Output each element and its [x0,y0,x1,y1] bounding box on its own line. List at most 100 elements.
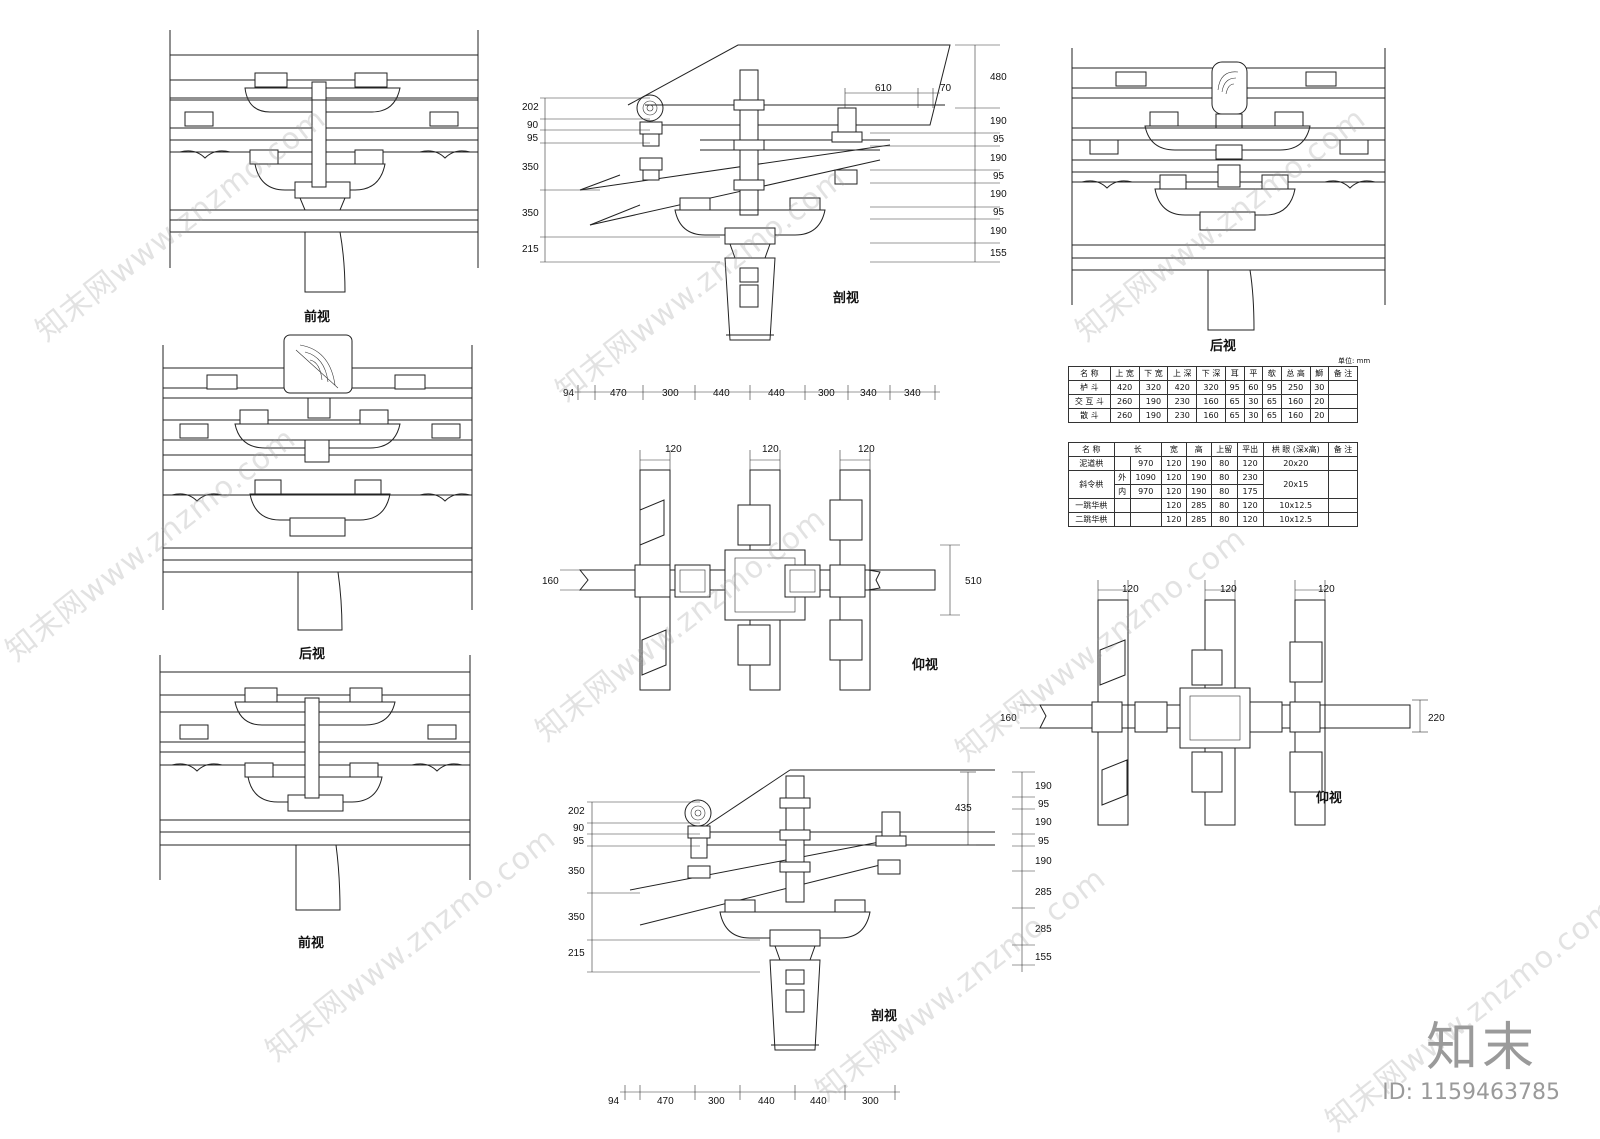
dim-label: 300 [662,388,679,399]
dim-label: 95 [527,133,539,144]
table-cell: 栌 斗 [1068,380,1111,395]
dim-label: 440 [713,388,730,399]
view-label-bottom: 仰视 [1316,791,1343,806]
table-cell: 175 [1236,484,1264,499]
table-cell: 斜令栱 [1068,470,1115,499]
dim-label: 220 [1428,713,1445,724]
view-label-front: 前视 [304,310,331,325]
table-cell: 190 [1138,394,1169,409]
table-cell [1113,498,1131,513]
table-cell: 60 [1243,380,1264,395]
table-cell: 20x20 [1262,456,1329,471]
table-cell: 95 [1224,380,1245,395]
dim-label: 120 [1122,584,1139,595]
table-cell: 190 [1138,408,1169,423]
dim-label: 350 [568,912,585,923]
dim-label: 120 [762,444,779,455]
table-cell: 65 [1262,394,1282,409]
table-cell: 250 [1280,380,1311,395]
table-cell: 120 [1160,456,1187,471]
table-header: 平 [1243,366,1264,381]
dim-label: 190 [1035,856,1052,867]
table-header: 名 称 [1068,442,1115,457]
table-cell: 80 [1210,456,1238,471]
table-cell: 20 [1309,394,1330,409]
dim-label: 190 [990,226,1007,237]
unit-note: 单位: mm [1338,357,1371,365]
table-header: 宽 [1160,442,1187,457]
table-cell: 160 [1280,408,1311,423]
table-cell: 320 [1138,380,1169,395]
table-cell: 30 [1309,380,1330,395]
dim-label: 340 [860,388,877,399]
rear-elevation-top [1071,48,1386,331]
view-label-rear: 后视 [299,647,326,662]
table-cell: 285 [1185,498,1212,513]
dim-label: 95 [993,207,1005,218]
view-label-bottom: 仰视 [912,658,939,673]
table-cell: 65 [1262,408,1282,423]
dim-label: 120 [858,444,875,455]
table-header: 下 宽 [1138,366,1169,381]
plan-view-middle [560,450,960,691]
plan-view-right [1020,580,1428,826]
table-header: 欹 [1262,366,1282,381]
dim-label: 70 [940,83,952,94]
dim-label: 94 [563,388,575,399]
table-cell: 散 斗 [1068,408,1111,423]
dim-label: 440 [758,1096,775,1107]
table-cell: 260 [1109,408,1140,423]
dim-label: 95 [1038,799,1050,810]
table-cell: 1090 [1129,470,1162,485]
dim-label: 95 [993,171,1005,182]
table-header: 下 深 [1196,366,1226,381]
table-cell: 230 [1236,470,1264,485]
dim-label: 155 [1035,952,1052,963]
table-header: 上留 [1210,442,1238,457]
dim-label: 190 [990,116,1007,127]
dim-label: 90 [527,120,539,131]
table-cell: 交 互 斗 [1068,394,1111,409]
view-label-section: 剖视 [871,1009,898,1024]
brand-logo: 知末 [1425,1018,1538,1078]
table-cell: 120 [1160,512,1187,527]
dim-label: 300 [862,1096,879,1107]
table-cell: 285 [1185,512,1212,527]
table-cell: 260 [1109,394,1140,409]
table-cell [1327,470,1359,499]
dim-label: 95 [1038,836,1050,847]
table-cell: 320 [1196,380,1226,395]
bracket-dou-table: 名 称 上 宽 下 宽 上 深 下 深 耳 平 欹 总 高 鰤 备 注 栌 斗 … [1068,366,1358,423]
table-cell: 420 [1109,380,1140,395]
table-cell [1328,394,1358,409]
dim-label: 190 [990,153,1007,164]
dim-label: 160 [1000,713,1017,724]
table-header: 耳 [1224,366,1245,381]
table-header: 名 称 [1068,366,1111,381]
table-cell: 20x15 [1262,470,1329,499]
dim-label: 202 [522,102,539,113]
table-cell: 80 [1210,470,1238,485]
table-header: 上 宽 [1109,366,1140,381]
dim-label: 610 [875,83,892,94]
table-cell: 190 [1185,456,1212,471]
table-header: 高 [1185,442,1212,457]
table-row: 散 斗 260 190 230 160 65 30 65 160 20 [1068,408,1358,423]
table-cell: 120 [1160,484,1187,499]
dim-label: 440 [810,1096,827,1107]
table-cell [1327,512,1359,527]
table-cell: 10x12.5 [1262,498,1329,513]
table-cell: 190 [1185,484,1212,499]
table-cell: 160 [1280,394,1311,409]
table-header-row: 名 称 长 宽 高 上留 平出 栱 眼 (深x高) 备 注 [1068,442,1359,457]
dim-label: 120 [1318,584,1335,595]
section-bottom-dimensions [587,771,1035,1100]
table-cell [1327,456,1359,471]
section-top [579,44,951,341]
bracket-gong-table: 名 称 长 宽 高 上留 平出 栱 眼 (深x高) 备 注 泥道栱 970 12… [1068,442,1359,527]
table-cell: 80 [1210,484,1238,499]
dimension-labels: 202 90 95 350 350 215 480 190 95 190 95 … [522,72,1445,1107]
dim-label: 300 [818,388,835,399]
table-header: 平出 [1236,442,1264,457]
dim-label: 480 [990,72,1007,83]
